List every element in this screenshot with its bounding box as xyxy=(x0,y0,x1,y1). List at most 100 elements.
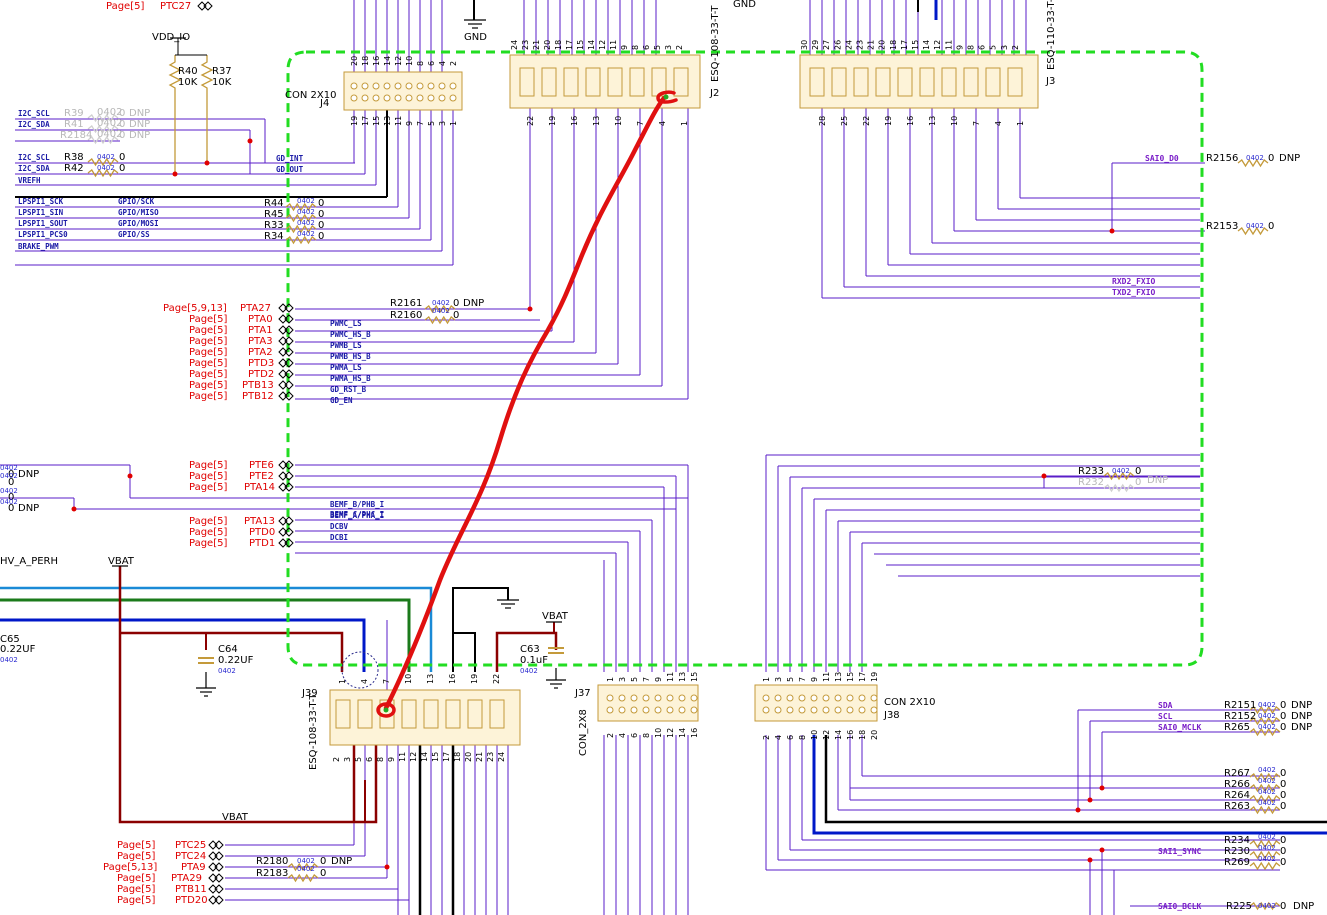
j2-bottom-pin: 13 xyxy=(592,116,601,126)
j39-top-pin: 10 xyxy=(404,674,413,684)
port-page-ref: Page[5] xyxy=(117,895,155,906)
resistor-zigzag xyxy=(285,235,317,245)
port-arrow xyxy=(208,895,224,905)
j39-bottom-pin: 14 xyxy=(420,752,429,762)
j4-bottom-pin: 1 xyxy=(449,121,458,126)
j39-bottom-pin: 8 xyxy=(376,757,385,762)
j39-bottom-pin: 17 xyxy=(442,752,451,762)
j39-bottom-pin: 24 xyxy=(497,752,506,762)
j4-top-pin: 2 xyxy=(449,61,458,66)
port-arrow xyxy=(278,471,294,481)
junction-dots xyxy=(71,138,1115,870)
left-mid-res-pkg: 0402 xyxy=(0,487,18,495)
j3-top-pin: 6 xyxy=(978,45,987,50)
net-gd-out: GD_OUT xyxy=(276,165,304,174)
r37-val: 10K xyxy=(212,77,232,88)
spi-res-val: 0 xyxy=(318,231,324,242)
j38-bottom-pin: 8 xyxy=(798,735,807,740)
resistor-zigzag xyxy=(1249,850,1281,860)
j4-bottom-pin: 3 xyxy=(438,121,447,126)
resistor-zigzag xyxy=(1249,727,1281,737)
j3-type: ESQ-110-33-T-T xyxy=(1046,0,1057,70)
j3-ref: J3 xyxy=(1045,76,1055,87)
left-mid-res-pkg: 0402 xyxy=(0,498,18,506)
net-vrefh: VREFH xyxy=(18,176,41,185)
i2c-res-ref: R41 xyxy=(64,119,84,130)
port-net-label: BEMF_C/PHC_I xyxy=(330,510,384,519)
j38-type: CON 2X10 xyxy=(884,697,935,708)
j3-bottom-pin: 19 xyxy=(884,116,893,126)
j38-top-pin: 5 xyxy=(786,677,795,682)
port-net-label: DCBV xyxy=(330,522,349,531)
r2161-dnp: DNP xyxy=(463,298,484,309)
j38-bottom-pin: 14 xyxy=(834,730,843,740)
port-name: PTA27 xyxy=(240,303,271,314)
j3-top-pin: 30 xyxy=(800,40,809,50)
port-arrow-symbols xyxy=(197,1,294,905)
j4-top-pin: 12 xyxy=(394,56,403,66)
right-res-dnp: DNP xyxy=(1291,711,1312,722)
j3-top-pin: 12 xyxy=(933,40,942,50)
right-res-ref: R2152 xyxy=(1224,711,1256,722)
i2c-res-pkg: 0402 xyxy=(97,118,122,129)
right-res-net: SAI0_MCLK xyxy=(1158,723,1202,732)
port-arrow xyxy=(278,527,294,537)
right-res-net: SCL xyxy=(1158,712,1173,721)
r2153-ref: R2153 xyxy=(1206,221,1238,232)
j38-body xyxy=(754,684,878,722)
j3-top-pin: 15 xyxy=(911,40,920,50)
j39-bottom-pin: 18 xyxy=(453,752,462,762)
j2-bottom-pin: 7 xyxy=(636,121,645,126)
right-res-ref: R230 xyxy=(1224,846,1250,857)
r225-dnp: DNP xyxy=(1293,901,1314,912)
spi-net-label: LPSPI1_PCS0 xyxy=(18,230,68,239)
j4-top-pin: 18 xyxy=(361,56,370,66)
i2c-net-label: I2C_SDA xyxy=(18,164,50,173)
port-name: PTB11 xyxy=(175,884,207,895)
port-page-ref: Page[5] xyxy=(106,1,144,12)
resistor-zigzag xyxy=(285,224,317,234)
right-res-ref: R234 xyxy=(1224,835,1250,846)
port-arrow xyxy=(278,516,294,526)
r225-net: SAI0_BCLK xyxy=(1158,902,1202,911)
port-arrow xyxy=(278,358,294,368)
i2c-res-pkg: 0402 xyxy=(97,153,115,161)
j39-ref: J39 xyxy=(301,688,318,699)
port-page-ref: Page[5,13] xyxy=(103,862,157,873)
j37-bottom-pin: 14 xyxy=(678,728,687,738)
port-page-ref: Page[5] xyxy=(189,460,227,471)
right-res-val: 0 xyxy=(1280,768,1286,779)
j39-bottom-pin: 11 xyxy=(398,752,407,762)
gnd-label-top: GND xyxy=(464,32,487,43)
i2c-res-val: 0 xyxy=(119,152,125,163)
j3-bottom-pin: 1 xyxy=(1016,121,1025,126)
j4-bottom-pin: 5 xyxy=(427,121,436,126)
right-res-val: 0 xyxy=(1280,790,1286,801)
i2c-res-val: 0 xyxy=(119,108,125,119)
port-page-ref: Page[5] xyxy=(189,380,227,391)
port-arrow xyxy=(278,460,294,470)
board-outline xyxy=(286,50,1204,667)
connector-pins xyxy=(350,82,878,714)
resistor-zigzag xyxy=(287,862,319,872)
port-page-ref: Page[5] xyxy=(189,369,227,380)
j4-top-pin: 4 xyxy=(438,61,447,66)
right-res-pkg: 0402 xyxy=(1258,766,1276,774)
gnd-label-top-right: GND xyxy=(733,0,756,10)
port-net-label: PWMB_LS xyxy=(330,341,362,350)
j37-bottom-pin: 8 xyxy=(642,733,651,738)
vbat-label-bottom: VBAT xyxy=(222,812,249,823)
right-res-pkg: 0402 xyxy=(1258,799,1276,807)
resistor-zigzag xyxy=(1103,483,1135,493)
j3-top-pin: 8 xyxy=(967,45,976,50)
port-name: PTA9 xyxy=(181,862,206,873)
port-page-ref: Page[5] xyxy=(189,336,227,347)
c64-pkg: 0402 xyxy=(218,667,236,675)
j38-top-pin: 19 xyxy=(870,672,879,682)
j4-ref: J4 xyxy=(319,98,329,109)
spi-res-val: 0 xyxy=(318,209,324,220)
j39-bottom-pin: 23 xyxy=(486,752,495,762)
j2-bottom-pin: 1 xyxy=(680,121,689,126)
